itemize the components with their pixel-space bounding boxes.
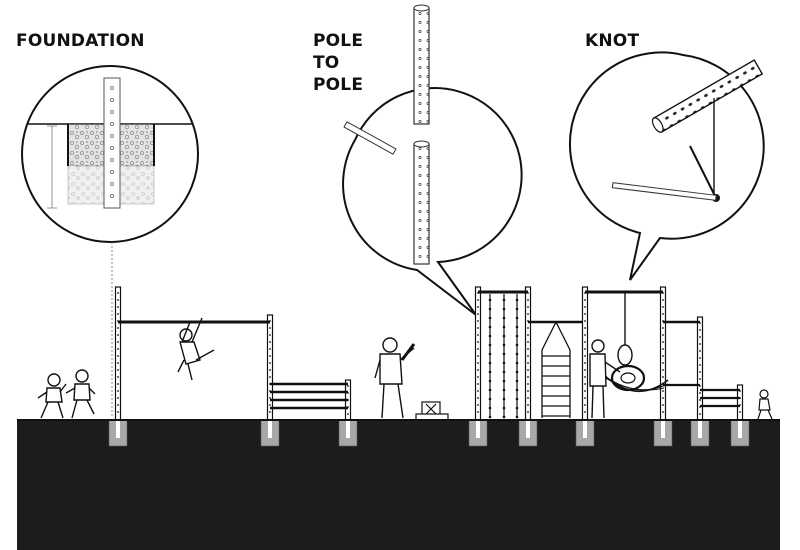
foundation-label: FOUNDATION (16, 31, 145, 51)
tire-swing (610, 292, 646, 392)
post-4 (474, 286, 482, 421)
woman-pushing-swing-figure (589, 339, 621, 419)
man-standing-figure (374, 337, 416, 419)
pole-to-pole-label: POLE TO POLE (313, 30, 363, 96)
post-1 (114, 286, 122, 421)
post-5 (524, 286, 532, 421)
pole-to-pole-detail-bubble (342, 4, 523, 316)
child-swinging-on-bar-figure (177, 317, 215, 381)
post-2 (266, 314, 274, 421)
climbing-wall (488, 294, 519, 419)
pole-footings (108, 419, 750, 447)
post-8 (696, 316, 704, 421)
rope-ladder (541, 321, 571, 418)
post-7 (659, 286, 667, 421)
knot-label: KNOT (585, 31, 640, 51)
pole-label-line-2: TO (313, 53, 340, 73)
bag-on-ground-figure (415, 401, 449, 421)
ground-mass (17, 420, 780, 550)
post-6 (581, 286, 589, 421)
pole-label-line-1: POLE (313, 31, 364, 51)
small-child-figure (757, 389, 773, 420)
knot-detail-bubble (568, 51, 765, 281)
playground-structures (114, 286, 744, 421)
foundation-detail-bubble (21, 65, 199, 418)
pole-label-line-3: POLE (313, 75, 364, 95)
kids-running-figure (37, 369, 96, 419)
